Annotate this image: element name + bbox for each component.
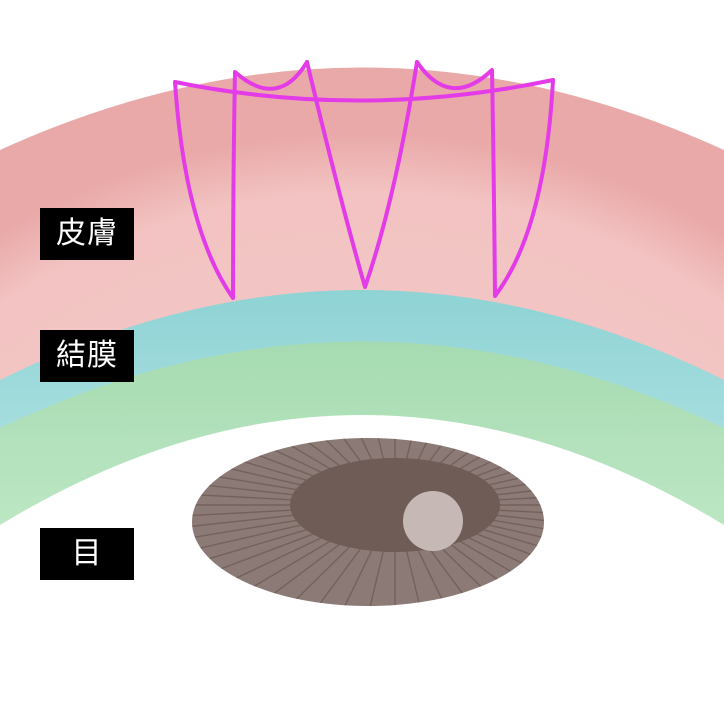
iris-stripe bbox=[192, 477, 303, 497]
iris-stripe bbox=[475, 440, 544, 484]
suture-loops bbox=[173, 60, 555, 300]
iris-stripe bbox=[480, 522, 544, 558]
iris-stripe bbox=[192, 522, 310, 558]
iris-stripe bbox=[192, 452, 310, 488]
iris-stripe bbox=[461, 534, 544, 591]
iris-stripe bbox=[336, 438, 375, 465]
iris-stripe bbox=[308, 544, 365, 606]
iris-stripe bbox=[415, 545, 454, 606]
iris-stripe bbox=[489, 490, 544, 501]
iris-stripe bbox=[365, 438, 386, 464]
iris-stripe bbox=[475, 526, 544, 570]
iris-stripe bbox=[435, 438, 509, 468]
iris-stripe bbox=[445, 438, 534, 470]
iris-stripe bbox=[415, 438, 454, 465]
iris-stripe bbox=[192, 464, 306, 492]
iris-stripe bbox=[404, 438, 425, 464]
iris-stripe bbox=[425, 544, 482, 606]
suture-loop-left bbox=[173, 60, 309, 300]
iris-stripe bbox=[281, 438, 355, 468]
iris-stripe bbox=[484, 518, 544, 546]
iris-stripe bbox=[425, 438, 482, 466]
iris-stripe bbox=[192, 490, 301, 501]
iris-stripe bbox=[192, 509, 301, 520]
iris-stripe bbox=[192, 518, 306, 546]
label-eye: 目 bbox=[40, 528, 134, 580]
iris-stripe bbox=[489, 509, 544, 520]
pupil bbox=[290, 458, 500, 552]
label-skin: 皮膚 bbox=[40, 208, 134, 260]
iris-stripe bbox=[404, 546, 425, 606]
eye-highlight bbox=[403, 491, 463, 551]
iris-stripe bbox=[256, 438, 345, 470]
iris-stripe bbox=[336, 545, 375, 606]
iris-stripe bbox=[365, 546, 386, 606]
iris-stripe bbox=[487, 477, 544, 497]
iris-stripe bbox=[192, 513, 303, 533]
suture-top-line bbox=[173, 78, 555, 103]
iris-stripe bbox=[308, 438, 365, 466]
suture-loop-right bbox=[415, 60, 555, 298]
label-conjunctiva: 結膜 bbox=[40, 330, 134, 382]
iris-stripe bbox=[484, 464, 544, 492]
suture-loop-middle bbox=[305, 60, 419, 289]
iris-stripe bbox=[487, 513, 544, 533]
iris-stripe bbox=[480, 452, 544, 488]
